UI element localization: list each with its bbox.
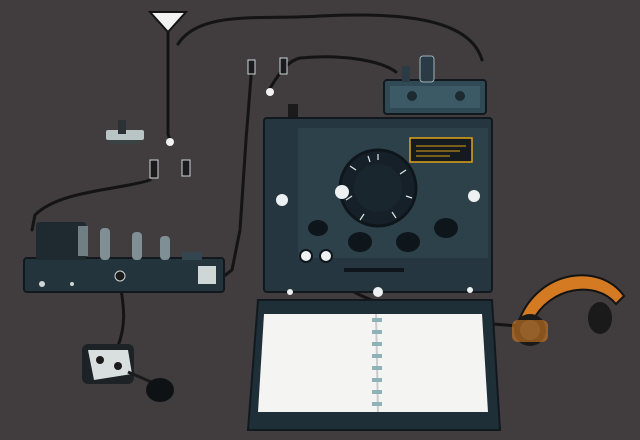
transmitter-power-wire (222, 62, 254, 278)
notebook-spiral (372, 318, 382, 406)
morse-key (82, 344, 174, 402)
dial-knob (335, 185, 349, 199)
antenna-tuner-box (383, 55, 487, 115)
phones-jack-2 (319, 249, 333, 263)
nameplate (409, 137, 473, 163)
phones-jack-1 (299, 249, 313, 263)
left-knob (276, 194, 288, 206)
wire-plugs (149, 57, 298, 179)
ground-wire (30, 178, 152, 232)
receiver-cabinet (263, 117, 493, 297)
antenna (147, 11, 189, 34)
right-knob (468, 190, 480, 202)
antenna-to-receiver-wire (176, 13, 484, 62)
headphones (512, 274, 626, 346)
small-key-switch (106, 120, 144, 144)
antenna-wire (166, 28, 172, 142)
transmitter-chassis (23, 222, 225, 293)
notebook (258, 313, 488, 413)
